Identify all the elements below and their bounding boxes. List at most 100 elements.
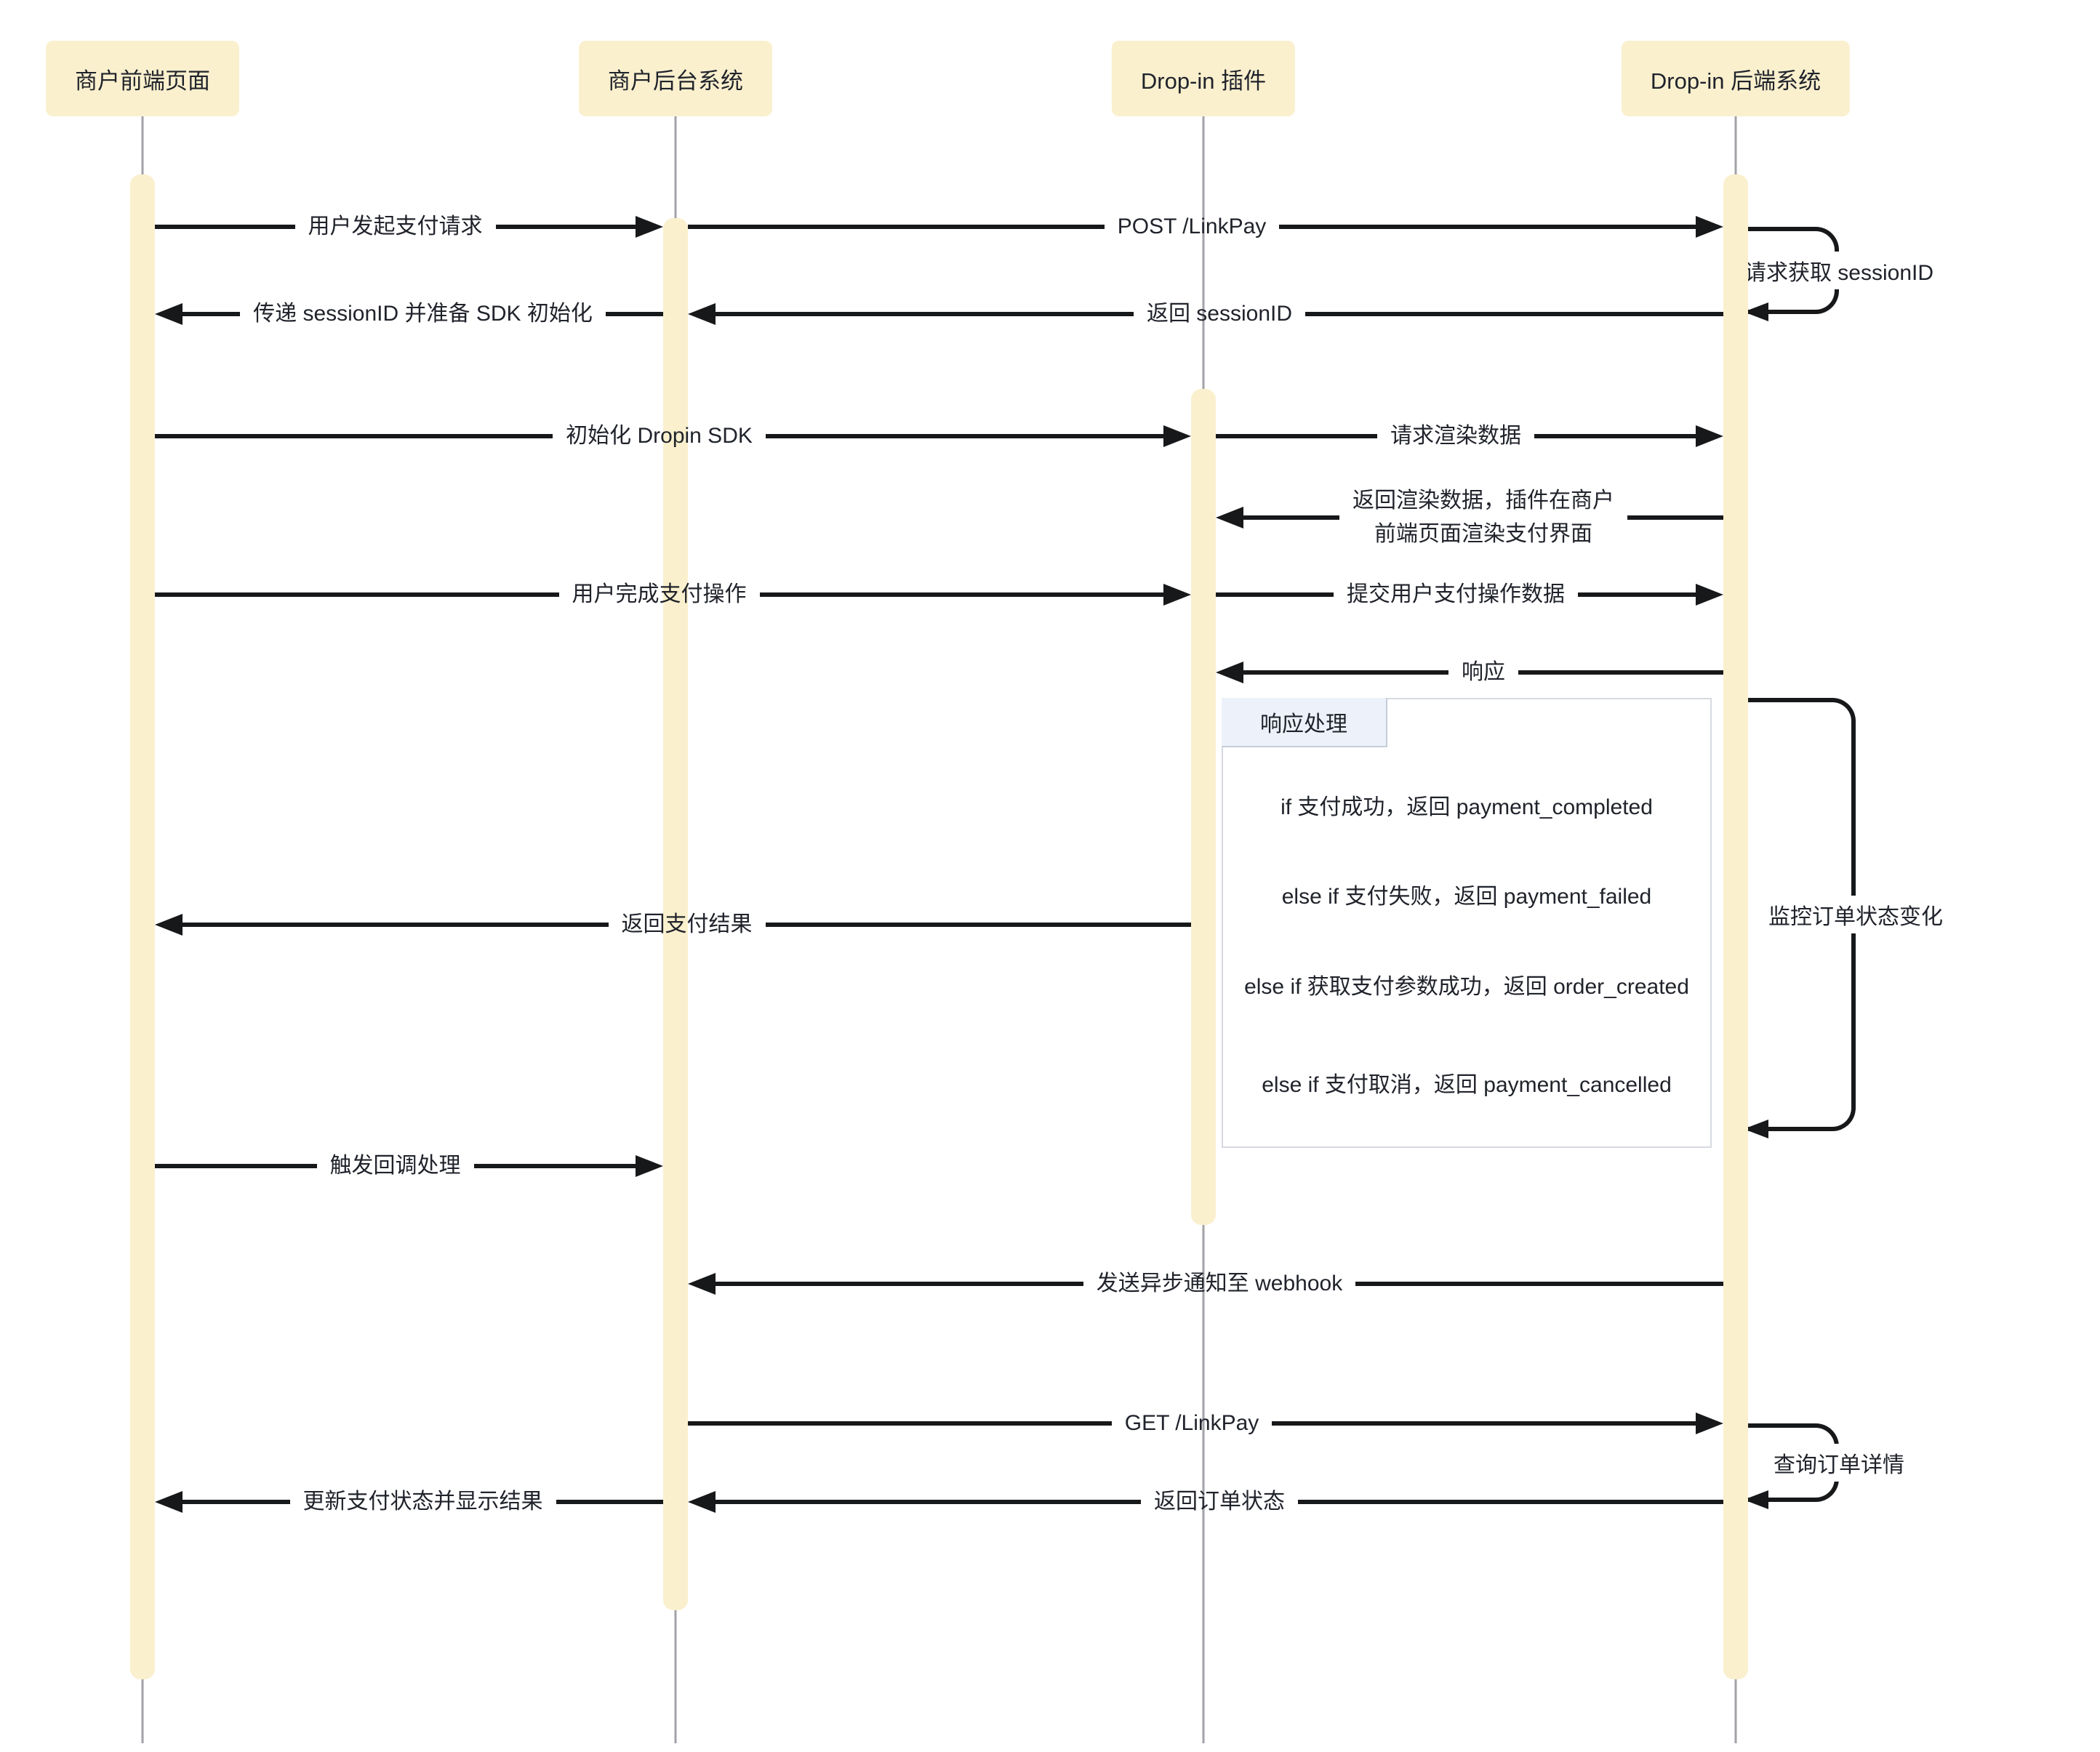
self-loop-label: 查询订单详情	[1765, 1444, 1913, 1482]
activation-dropin-backend	[1723, 174, 1748, 1679]
alt-branch: else if 支付失败，返回 payment_failed	[1281, 885, 1652, 909]
message-label: 发送异步通知至 webhook	[1096, 1271, 1343, 1295]
message-line	[1243, 670, 1448, 675]
message-line	[716, 1500, 1141, 1504]
self-loop-label: 请求获取 sessionID	[1735, 252, 1943, 289]
message-label: 请求渲染数据	[1390, 424, 1521, 448]
alt-branch: else if 支付取消，返回 payment_cancelled	[1262, 1073, 1672, 1097]
arrowhead-left-icon	[688, 303, 716, 325]
message-post-linkpay: POST /LinkPay	[688, 210, 1724, 244]
message-line	[183, 312, 241, 316]
activation-dropin-plugin	[1191, 389, 1216, 1225]
message-label: 更新支付状态并显示结果	[302, 1490, 543, 1514]
participant-label: 商户前端页面	[75, 68, 210, 94]
message-label: 触发回调处理	[329, 1154, 461, 1178]
message-async-webhook-notify: 发送异步通知至 webhook	[688, 1267, 1723, 1301]
arrowhead-right-icon	[1696, 584, 1723, 606]
message-response: 响应	[1216, 656, 1723, 689]
message-line	[1578, 592, 1696, 597]
message-submit-payment-data: 提交用户支付操作数据	[1216, 578, 1723, 611]
participant-merchant-backend: 商户后台系统	[579, 41, 772, 116]
participant-label: Drop-in 后端系统	[1650, 68, 1822, 94]
message-line	[556, 1500, 663, 1504]
message-return-session-id: 返回 sessionID	[688, 297, 1723, 331]
arrowhead-right-icon	[1696, 1413, 1723, 1434]
message-line	[1518, 670, 1723, 675]
message-line	[1216, 592, 1334, 597]
message-line	[688, 1421, 1112, 1426]
message-line	[1627, 515, 1723, 520]
message-line	[183, 1500, 290, 1504]
alt-branch: else if 获取支付参数成功，返回 order_created	[1244, 975, 1689, 999]
message-line	[1298, 1500, 1723, 1504]
activation-merchant-frontend	[130, 174, 155, 1679]
message-line	[473, 1164, 636, 1168]
message-return-payment-result: 返回支付结果	[155, 908, 1191, 941]
message-label: 返回支付结果	[621, 912, 753, 936]
message-return-order-status: 返回订单状态	[688, 1485, 1723, 1519]
self-loop-request-session-id: 请求获取 sessionID	[1735, 227, 1943, 321]
message-request-render-data: 请求渲染数据	[1216, 419, 1723, 453]
message-line	[716, 312, 1134, 316]
message-line	[765, 923, 1191, 927]
message-label: GET /LinkPay	[1124, 1411, 1259, 1435]
message-line	[183, 923, 609, 927]
message-label: 用户发起支付请求	[308, 214, 483, 238]
message-label: 返回渲染数据，插件在商户 前端页面渲染支付界面	[1352, 489, 1614, 546]
participant-dropin-backend: Drop-in 后端系统	[1621, 41, 1851, 116]
alt-branch: if 支付成功，返回 payment_completed	[1281, 795, 1653, 819]
message-line	[688, 225, 1105, 229]
message-label: 用户完成支付操作	[572, 582, 747, 606]
self-loop-label: 监控订单状态变化	[1760, 896, 1952, 933]
message-line	[1534, 434, 1696, 438]
message-line	[155, 434, 553, 438]
arrowhead-right-icon	[636, 1155, 663, 1177]
message-init-dropin-sdk: 初始化 Dropin SDK	[155, 419, 1192, 453]
message-line	[1243, 515, 1339, 520]
message-line	[1279, 225, 1696, 229]
message-line	[155, 592, 559, 597]
message-trigger-callback: 触发回调处理	[155, 1149, 663, 1183]
message-label: POST /LinkPay	[1117, 214, 1267, 238]
self-loop-monitor-order-status: 监控订单状态变化	[1744, 698, 1952, 1138]
message-get-linkpay: GET /LinkPay	[688, 1407, 1723, 1440]
message-line	[759, 592, 1163, 597]
message-line	[1305, 312, 1723, 316]
message-pass-session-id-prepare-sdk: 传递 sessionID 并准备 SDK 初始化	[155, 297, 663, 331]
message-label: 传递 sessionID 并准备 SDK 初始化	[253, 302, 593, 326]
arrowhead-left-icon	[688, 1273, 716, 1295]
participant-label: Drop-in 插件	[1140, 68, 1267, 94]
arrowhead-right-icon	[1696, 425, 1723, 447]
message-line	[155, 1164, 317, 1168]
message-user-initiates-payment: 用户发起支付请求	[155, 210, 663, 244]
arrowhead-left-icon	[155, 303, 183, 325]
participant-label: 商户后台系统	[608, 68, 743, 94]
arrowhead-right-icon	[1696, 216, 1724, 238]
arrowhead-left-icon	[688, 1491, 716, 1513]
alt-box-response-handling: 响应处理 if 支付成功，返回 payment_completed else i…	[1222, 698, 1712, 1148]
arrowhead-left-icon	[1216, 662, 1243, 683]
message-line	[765, 434, 1164, 438]
message-user-completes-payment: 用户完成支付操作	[155, 578, 1191, 611]
message-label: 响应	[1462, 660, 1505, 684]
arrowhead-right-icon	[1163, 425, 1192, 447]
self-loop-query-order-details: 查询订单详情	[1744, 1423, 1913, 1509]
activation-merchant-backend	[663, 218, 688, 1610]
arrowhead-right-icon	[636, 216, 663, 238]
message-line	[605, 312, 663, 316]
message-return-render-data: 返回渲染数据，插件在商户 前端页面渲染支付界面	[1216, 484, 1723, 551]
message-line	[716, 1282, 1083, 1286]
message-label: 返回订单状态	[1154, 1490, 1285, 1514]
participant-merchant-frontend: 商户前端页面	[46, 41, 239, 116]
message-line	[1216, 434, 1377, 438]
message-label: 初始化 Dropin SDK	[566, 424, 753, 448]
arrowhead-left-icon	[1216, 507, 1243, 529]
message-line	[1272, 1421, 1696, 1426]
arrowhead-left-icon	[155, 914, 183, 936]
arrowhead-right-icon	[1163, 584, 1191, 606]
message-line	[155, 225, 295, 229]
message-label: 返回 sessionID	[1146, 302, 1293, 326]
alt-box-title: 响应处理	[1222, 698, 1387, 747]
message-line	[1355, 1282, 1723, 1286]
